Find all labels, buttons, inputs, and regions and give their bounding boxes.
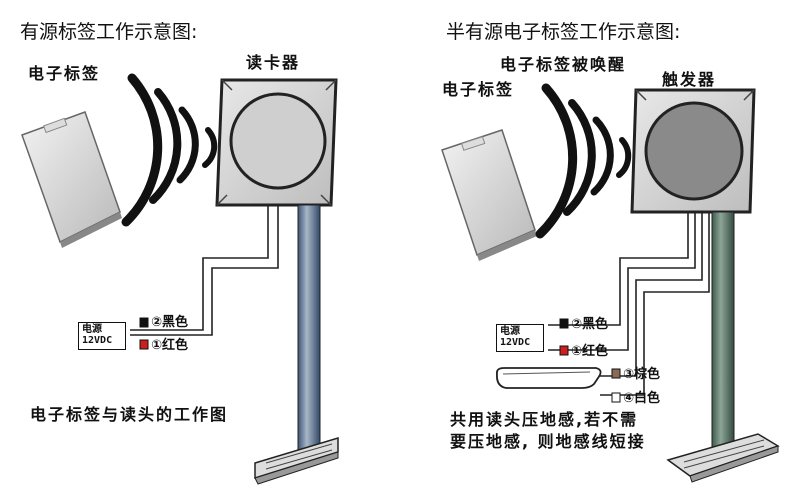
left-tag-label: 电子标签: [28, 64, 101, 83]
right-radio-waves-icon: [535, 83, 632, 239]
right-power-box: 电源 12VDC: [496, 324, 544, 352]
loop-coil: [495, 367, 602, 389]
right-tag-label: 电子标签: [442, 80, 515, 99]
right-pole-base: [666, 433, 780, 483]
left-wire-1-label: ②黑色: [151, 315, 189, 330]
right-tag-card: [441, 129, 537, 261]
right-cable: [548, 212, 710, 396]
right-caption-line-2: 要压地感, 则地感线短接: [450, 432, 646, 451]
right-wire-4-label: ④白色: [623, 391, 661, 406]
right-wire-2-label: ①红色: [571, 344, 609, 359]
right-heading: 半有源电子标签工作示意图:: [446, 21, 681, 43]
left-pole: [297, 204, 321, 456]
right-wire-1-label: ②黑色: [571, 317, 609, 332]
right-diagram: [441, 83, 780, 483]
left-wire-2-label: ①红色: [151, 338, 189, 353]
reader-label: 读卡器: [246, 53, 301, 72]
left-caption: 电子标签与读头的工作图: [30, 405, 229, 424]
reader-box: [215, 78, 338, 207]
left-heading: 有源标签工作示意图:: [20, 21, 198, 43]
left-power-box: 电源 12VDC: [78, 322, 126, 350]
left-diagram: [21, 73, 339, 485]
wake-label: 电子标签被唤醒: [500, 55, 627, 74]
trigger-label: 触发器: [662, 70, 717, 89]
left-pole-base: [254, 436, 339, 485]
left-radio-waves-icon: [121, 73, 218, 227]
right-pole: [711, 211, 735, 453]
right-wire-3-label: ③棕色: [623, 367, 661, 382]
trigger-box: [630, 88, 756, 214]
right-caption-line-1: 共用读头压地感,若不需: [450, 410, 639, 429]
left-cable: [130, 205, 279, 336]
left-tag-card: [21, 111, 122, 248]
